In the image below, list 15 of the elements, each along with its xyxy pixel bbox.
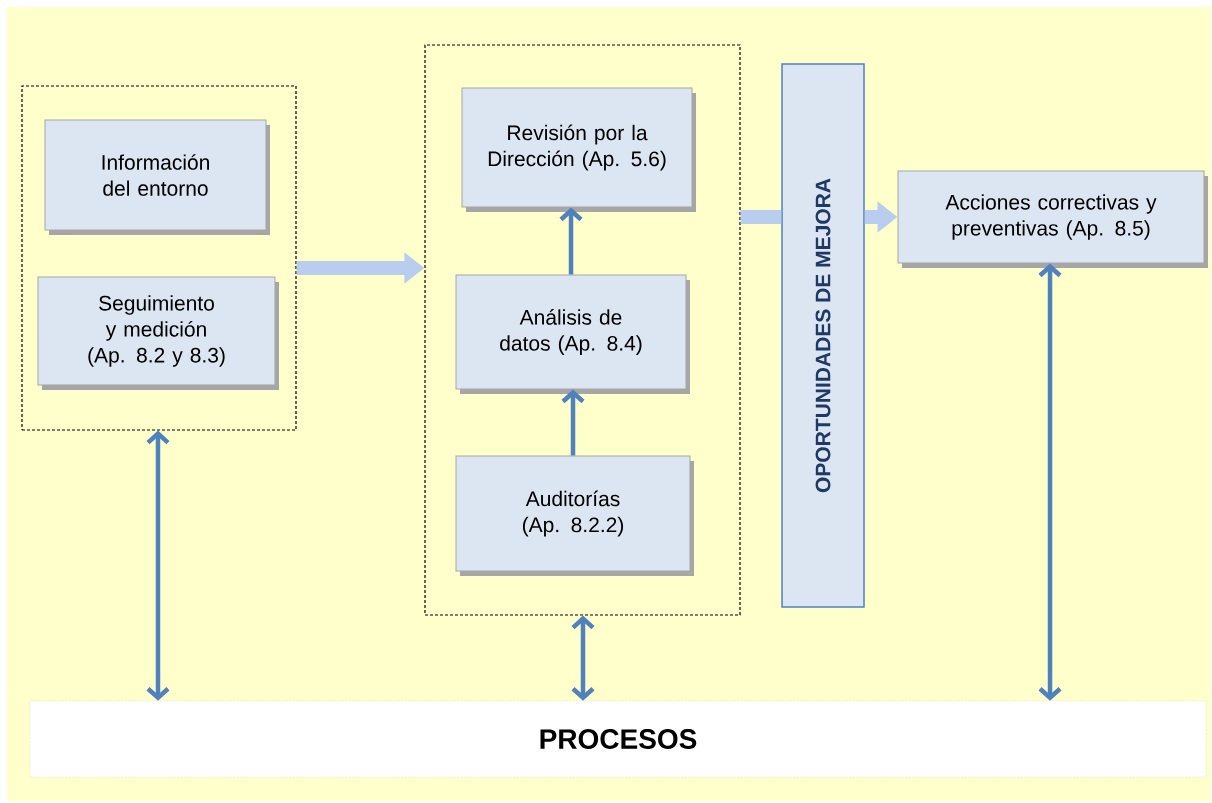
process-box: Información del entorno xyxy=(44,119,270,235)
arrow xyxy=(146,430,170,701)
arrow xyxy=(571,615,595,701)
process-box: Análisis de datos (Ap. 8.4) xyxy=(455,274,690,394)
arrow xyxy=(1038,263,1062,701)
arrow xyxy=(559,207,583,275)
processes-bar: PROCESOS xyxy=(29,700,1207,778)
vertical-banner: OPORTUNIDADES DE MEJORA xyxy=(781,63,865,608)
process-box: Auditorías (Ap. 8.2.2) xyxy=(455,455,694,576)
dashed-group-box xyxy=(424,44,741,616)
process-box: Seguimiento y medición (Ap. 8.2 y 8.3) xyxy=(37,276,279,390)
process-box: Revisión por la Dirección (Ap. 5.6) xyxy=(461,87,696,212)
process-box: Acciones correctivas y preventivas (Ap. 8.5) xyxy=(897,170,1208,268)
dashed-group-box xyxy=(21,85,297,431)
arrow xyxy=(561,389,585,456)
